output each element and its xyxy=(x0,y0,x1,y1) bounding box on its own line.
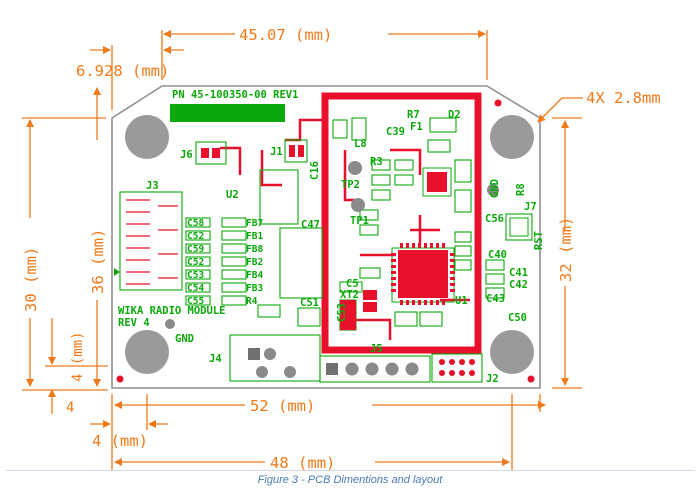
pin1-marker xyxy=(114,268,120,276)
board-part-number: PN 45-100350-00 REV1 xyxy=(172,89,298,101)
hole-top-right xyxy=(490,115,534,159)
designator-j5: J5 xyxy=(370,343,383,355)
designator-c43: C43 xyxy=(486,293,505,305)
left-stack-right-label: FB1 xyxy=(246,231,263,242)
designator-c56: C56 xyxy=(485,213,504,225)
designator-c51: C51 xyxy=(300,297,319,309)
designator-c50: C50 xyxy=(508,312,527,324)
left-stack-label: C53 xyxy=(187,270,204,281)
designator-r8: R8 xyxy=(515,183,527,196)
copper-frame xyxy=(321,92,482,354)
designator-j4: J4 xyxy=(209,353,222,365)
board-revision: REV 4 xyxy=(118,317,150,329)
dimension-hole-note: 4X 2.8mm xyxy=(586,89,661,107)
gnd-label-bottom: GND xyxy=(175,333,194,345)
left-stack-label: C52 xyxy=(187,231,204,242)
u1-chip xyxy=(391,243,455,305)
left-stack-label: C54 xyxy=(187,283,204,294)
j3-pins xyxy=(126,199,178,285)
dimension-bottom-outer: 48 (mm) xyxy=(270,454,335,470)
left-stack-label: C59 xyxy=(187,244,204,255)
mounting-holes xyxy=(125,115,534,374)
left-stack-label: C55 xyxy=(187,296,204,307)
left-stack-right-label: R4 xyxy=(246,296,258,307)
hole-top-left xyxy=(125,115,169,159)
hole-bottom-left xyxy=(125,330,169,374)
designator-c41: C41 xyxy=(509,267,528,279)
dimension-left-height: 30 (mm) xyxy=(22,247,40,312)
designator-c53: C53 xyxy=(336,303,348,322)
left-stack-right-label: FB8 xyxy=(246,244,263,255)
figure-caption: Figure 3 - PCB Dimentions and layout xyxy=(257,474,443,486)
designator-u1: U1 xyxy=(455,295,468,307)
hole-bottom-right xyxy=(490,330,534,374)
designator-c16: C16 xyxy=(309,161,321,180)
copper-traces xyxy=(220,118,470,340)
designator-r7: R7 xyxy=(407,109,420,121)
designator-j2: J2 xyxy=(486,373,499,385)
board-module-name: WIKA RADIO MODULE xyxy=(118,305,225,317)
designator-c39: C39 xyxy=(386,126,405,138)
left-stack-right-label: FB7 xyxy=(246,218,263,229)
designator-c42: C42 xyxy=(509,279,528,291)
dimension-lines xyxy=(22,30,583,470)
designator-c40: C40 xyxy=(488,249,507,261)
left-stack-right-label: FB4 xyxy=(246,270,263,281)
dimension-left-inner: 36 (mm) xyxy=(89,229,107,294)
dimension-right-height: 32 (mm) xyxy=(557,217,575,282)
designator-c5: C5 xyxy=(346,278,359,290)
left-stack-label: C58 xyxy=(187,218,204,229)
caption-divider xyxy=(6,470,694,471)
dimension-top-offset: 6.928 (mm) xyxy=(76,62,169,80)
dimension-top-width: 45.07 (mm) xyxy=(239,26,332,44)
designator-r3: R3 xyxy=(370,156,383,168)
designator-f1: F1 xyxy=(410,121,423,133)
designator-d2: D2 xyxy=(448,109,461,121)
designator-u2: U2 xyxy=(226,189,239,201)
designator-j7: J7 xyxy=(524,201,537,213)
designator-j3: J3 xyxy=(146,180,159,192)
rf-chip xyxy=(422,167,452,197)
left-stack-right-label: FB3 xyxy=(246,283,263,294)
fiducials xyxy=(116,99,535,383)
pads xyxy=(201,145,529,330)
dimension-bottom-width: 52 (mm) xyxy=(250,397,315,415)
through-hole-pads xyxy=(165,161,499,378)
gnd-label-right: GND xyxy=(489,179,501,198)
dimension-left-small: 4 (mm) xyxy=(70,331,86,382)
designator-j6: J6 xyxy=(180,149,193,161)
designator-tp1: TP1 xyxy=(350,215,369,227)
left-stack-right-label: FB2 xyxy=(246,257,263,268)
designator-tp2: TP2 xyxy=(341,179,360,191)
designator-l8: L8 xyxy=(354,138,367,150)
label-bar xyxy=(170,104,285,122)
left-stack-label: C52 xyxy=(187,257,204,268)
pcb-dimension-diagram: PN 45-100350-00 REV1 WIKA RADIO MODULE R… xyxy=(22,26,661,470)
dimension-left-small-b: 4 xyxy=(66,400,74,416)
designator-j1: J1 xyxy=(270,146,283,158)
designator-c47: C47 xyxy=(301,219,320,231)
dimension-bottom-small: 4 (mm) xyxy=(92,432,148,450)
designator-rst: RST xyxy=(533,231,545,250)
designator-xt2: XT2 xyxy=(340,289,359,301)
